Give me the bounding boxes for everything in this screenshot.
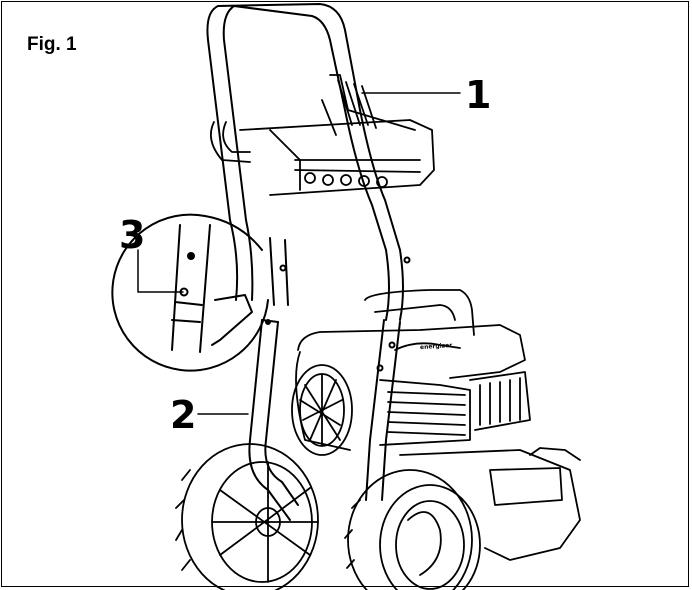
accessory-holder [210,74,435,196]
callout-leaders [137,92,461,415]
detail-magnifier-circle [111,213,269,372]
figure-title: Fig. 1 [27,34,77,55]
motor-assembly [291,289,581,561]
wheel-right [344,469,481,590]
callout-1-label: 1 [465,73,492,117]
callout-3-label: 3 [119,213,146,257]
wheel-left [175,443,319,590]
callout-2-label: 2 [170,393,197,437]
lower-frame [248,319,401,521]
